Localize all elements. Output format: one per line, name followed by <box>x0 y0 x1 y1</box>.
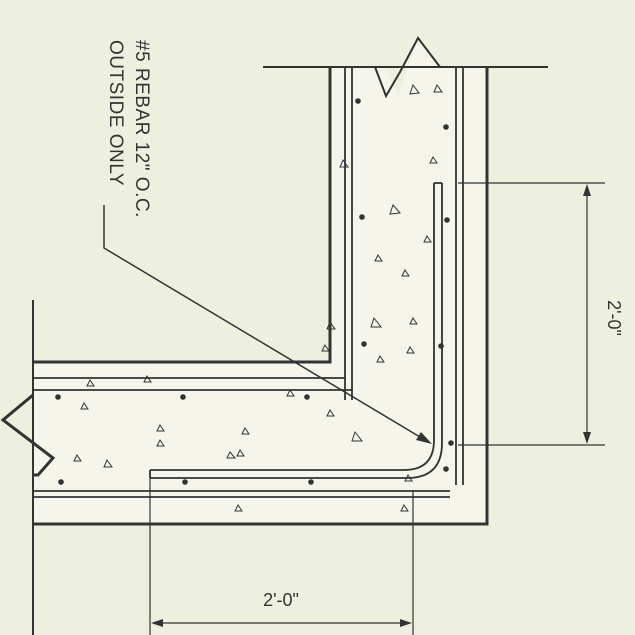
rebar-corner-bend <box>150 183 435 471</box>
ground-lines <box>32 66 548 635</box>
dim-arrow-down <box>583 432 591 444</box>
rebar-inner-vertical-2 <box>33 68 353 391</box>
concrete-fill <box>33 38 487 524</box>
callout-line-2: OUTSIDE ONLY <box>105 40 126 186</box>
dimension-horizontal <box>149 478 414 635</box>
dimension-vertical <box>458 182 605 446</box>
callout-line-1: #5 REBAR 12" O.C. <box>131 40 152 218</box>
wall-outline <box>0 68 489 526</box>
rebar-inner-vertical <box>33 68 346 379</box>
dimension-label-horizontal: 2'-0" <box>263 590 299 610</box>
leader-arrowhead <box>416 432 432 444</box>
dim-arrow-up <box>583 184 591 196</box>
rebar-bars <box>33 68 464 498</box>
aggregate-marks <box>73 83 443 512</box>
dim-arrow-left <box>151 619 163 627</box>
dim-arrow-right <box>400 619 412 627</box>
break-line-top <box>374 36 441 99</box>
callout-leader <box>103 205 426 441</box>
dimension-label-vertical: 2'-0" <box>604 300 624 336</box>
rebar-dots <box>55 98 454 485</box>
